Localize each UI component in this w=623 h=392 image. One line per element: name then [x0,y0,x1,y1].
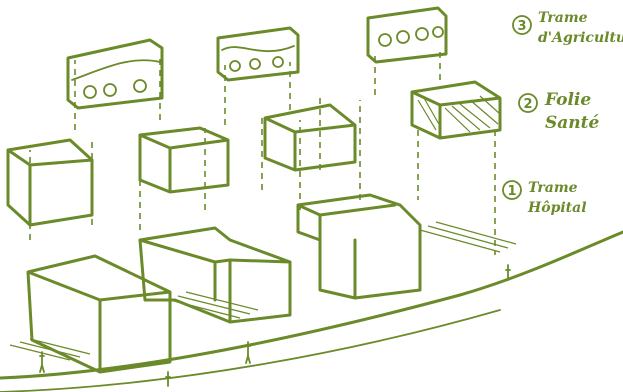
legend-3-number: 3 [517,19,526,34]
legend-1-line2: Hôpital [527,200,587,216]
legend-2-line2: Santé [545,113,600,133]
legend: 3 Trame d'Agriculture 2 Folie Santé 1 Tr… [503,10,623,216]
legend-item-1: 1 Trame Hôpital [503,180,587,216]
legend-2-line1: Folie [544,90,591,110]
street-hatching [10,222,516,360]
legend-3-line2: d'Agriculture [538,30,623,46]
legend-1-line1: Trame [528,180,578,196]
legend-2-number: 2 [523,97,532,112]
legend-item-2: 2 Folie Santé [519,90,600,133]
street [0,222,623,392]
legend-1-number: 1 [507,184,516,199]
legend-item-3: 3 Trame d'Agriculture [513,10,623,46]
folie-boxes [8,82,500,225]
legend-3-line1: Trame [538,10,588,26]
projection-lines [30,50,495,255]
agriculture-panels [68,8,446,108]
